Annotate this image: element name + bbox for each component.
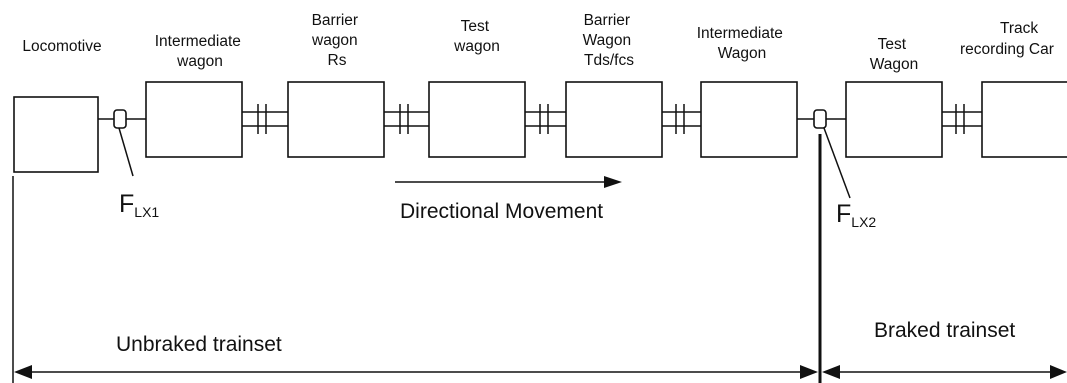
coupler-7 — [942, 104, 982, 134]
barrier-wagon-rs-box — [287, 81, 385, 158]
coupler-force-sensor-1 — [98, 109, 146, 177]
label-barrier-wagon-tds: Barrier Wagon Tds/fcs — [583, 12, 636, 69]
force-label-1: FLX1 — [119, 190, 159, 220]
coupler-2 — [242, 104, 288, 134]
force-label-2: FLX2 — [836, 200, 876, 230]
label-locomotive: Locomotive — [22, 38, 101, 55]
direction-arrow — [395, 176, 622, 188]
locomotive-box — [13, 96, 99, 173]
unbraked-span-arrow — [14, 365, 818, 379]
braked-span-arrow — [822, 365, 1067, 379]
direction-label: Directional Movement — [400, 200, 603, 223]
barrier-wagon-tds-box — [565, 81, 663, 158]
unbraked-trainset-label: Unbraked trainset — [116, 333, 282, 356]
coupler-force-sensor-2 — [797, 109, 851, 199]
intermediate-wagon-2-box — [700, 81, 798, 158]
label-test-wagon-1: Test wagon — [453, 18, 500, 55]
label-intermediate-wagon-2: Intermediate Wagon — [697, 25, 787, 62]
coupler-5 — [662, 104, 701, 134]
test-wagon-1-box — [428, 81, 526, 158]
test-wagon-2-box — [845, 81, 943, 158]
coupler-3 — [384, 104, 429, 134]
braked-trainset-label: Braked trainset — [874, 319, 1015, 342]
track-recording-car-box — [981, 81, 1067, 158]
label-barrier-wagon-rs: Barrier wagon Rs — [311, 12, 362, 69]
coupler-4 — [525, 104, 566, 134]
intermediate-wagon-1-box — [145, 81, 243, 158]
label-track-recording-car: Track recording Car — [960, 20, 1054, 58]
label-test-wagon-2: Test Wagon — [870, 36, 919, 73]
label-intermediate-wagon-1: Intermediate wagon — [155, 33, 245, 70]
